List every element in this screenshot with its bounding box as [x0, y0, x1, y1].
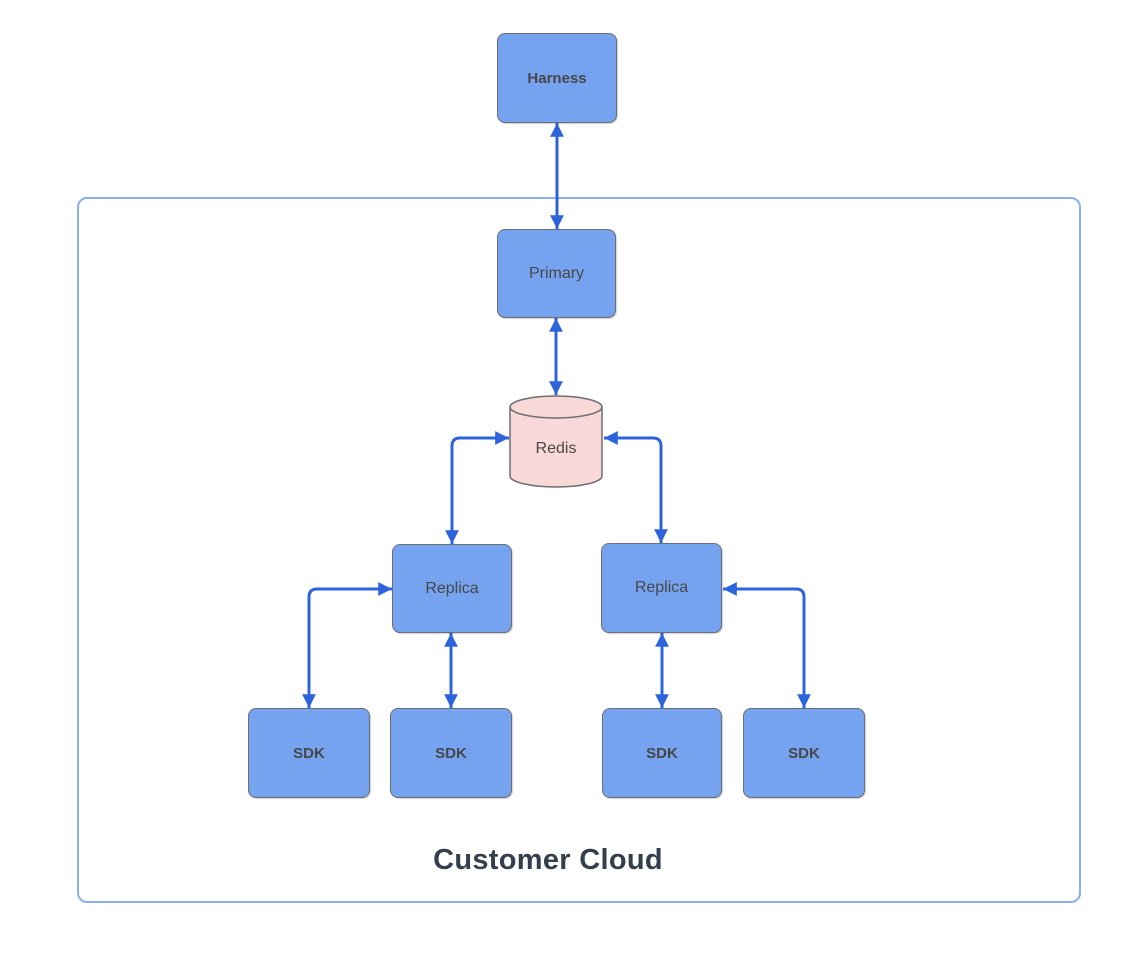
- node-sdk-1: SDK: [248, 708, 370, 798]
- node-replica-left-label: Replica: [425, 579, 479, 597]
- edge-redis-replica-right: [604, 431, 668, 543]
- node-sdk-4: SDK: [743, 708, 865, 798]
- edge-redis-replica-left: [445, 431, 509, 544]
- node-primary-label: Primary: [528, 264, 585, 282]
- node-primary: Primary: [497, 229, 616, 318]
- node-sdk-1-label: SDK: [293, 744, 325, 762]
- container-title: Customer Cloud: [433, 844, 663, 876]
- node-sdk-2: SDK: [390, 708, 512, 798]
- node-replica-right-label: Replica: [634, 579, 689, 596]
- edge-replica-right-sdk-4: [723, 582, 811, 708]
- node-redis: Redis: [509, 395, 603, 489]
- node-harness-label: Harness: [527, 69, 587, 87]
- node-replica-right: Replica: [601, 543, 722, 633]
- node-sdk-3: SDK: [602, 708, 722, 798]
- node-sdk-4-label: SDK: [788, 744, 820, 762]
- node-replica-left: Replica: [392, 544, 512, 633]
- edge-replica-left-sdk-1: [302, 582, 392, 708]
- node-sdk-3-label: SDK: [646, 744, 678, 762]
- redis-cylinder-icon: [509, 395, 603, 488]
- node-harness: Harness: [497, 33, 617, 123]
- node-sdk-2-label: SDK: [435, 744, 467, 762]
- node-redis-label: Redis: [535, 440, 577, 457]
- customer-cloud-container: [77, 197, 1081, 903]
